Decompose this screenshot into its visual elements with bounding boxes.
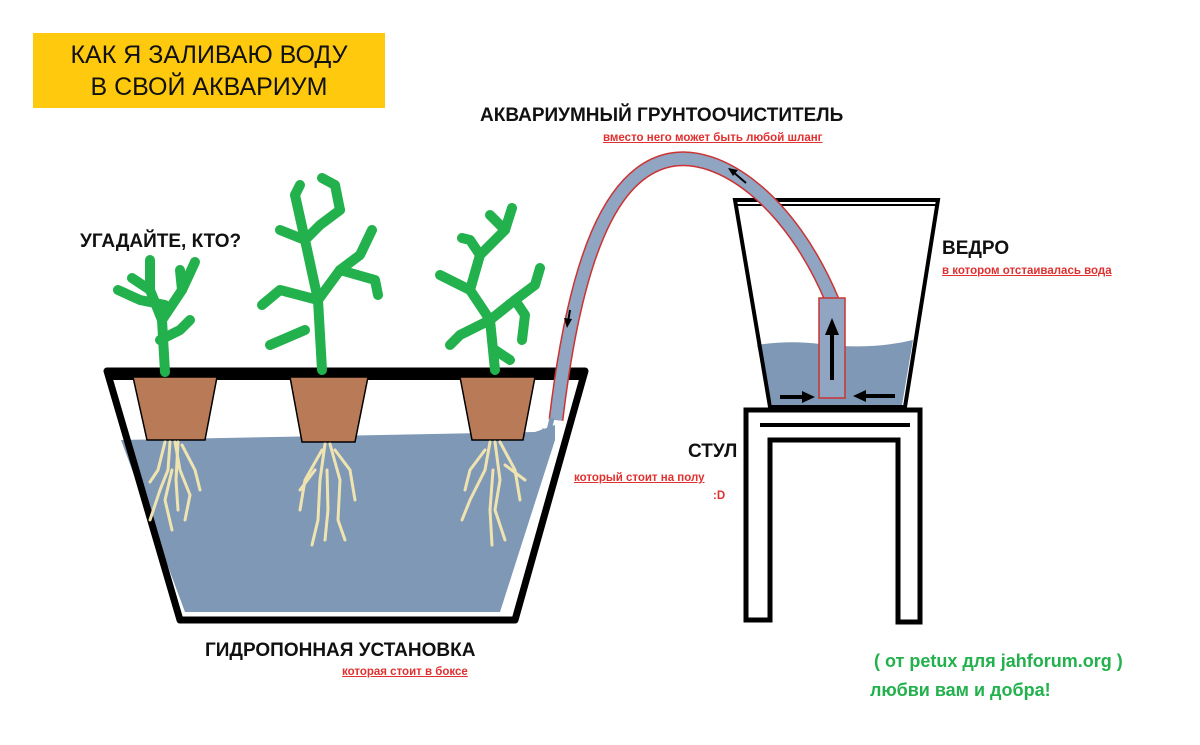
- chair-smile: :D: [713, 490, 726, 502]
- pot-1: [132, 376, 218, 441]
- hose-subtitle: вместо него может быть любой шланг: [603, 132, 823, 144]
- chair: [743, 407, 923, 625]
- bucket-subtitle: в котором отстаивалась вода: [942, 265, 1112, 277]
- bucket: [732, 198, 941, 409]
- hose: [550, 152, 838, 421]
- chair-subtitle: который стоит на полу: [574, 472, 705, 484]
- water-stream: [537, 417, 555, 446]
- pot-2: [289, 376, 369, 443]
- plant-3: [435, 203, 545, 375]
- pots: [132, 376, 536, 443]
- hydroponic-title: ГИДРОПОННАЯ УСТАНОВКА: [205, 640, 476, 661]
- title-banner: КАК Я ЗАЛИВАЮ ВОДУ В СВОЙ АКВАРИУМ: [33, 33, 385, 108]
- title-line-1: КАК Я ЗАЛИВАЮ ВОДУ: [70, 40, 348, 69]
- hose-title: АКВАРИУМНЫЙ ГРУНТООЧИСТИТЕЛЬ: [480, 105, 844, 126]
- plants: [113, 173, 545, 377]
- flow-arrows: [564, 168, 895, 403]
- hydroponic-tank: [103, 367, 589, 624]
- plant-2: [257, 173, 383, 375]
- plant-1: [113, 255, 200, 377]
- credit-line-2: любви вам и добра!: [870, 680, 1051, 700]
- bucket-title: ВЕДРО: [942, 238, 1010, 259]
- chair-title: СТУЛ: [688, 441, 738, 462]
- guess-label: УГАДАЙТЕ, КТО?: [80, 231, 242, 252]
- pot-3: [459, 376, 536, 441]
- credit-line-1: ( от petux для jahforum.org ): [874, 651, 1123, 671]
- roots: [148, 440, 527, 547]
- title-line-2: В СВОЙ АКВАРИУМ: [90, 72, 328, 101]
- hydroponic-subtitle: которая стоит в боксе: [342, 666, 468, 678]
